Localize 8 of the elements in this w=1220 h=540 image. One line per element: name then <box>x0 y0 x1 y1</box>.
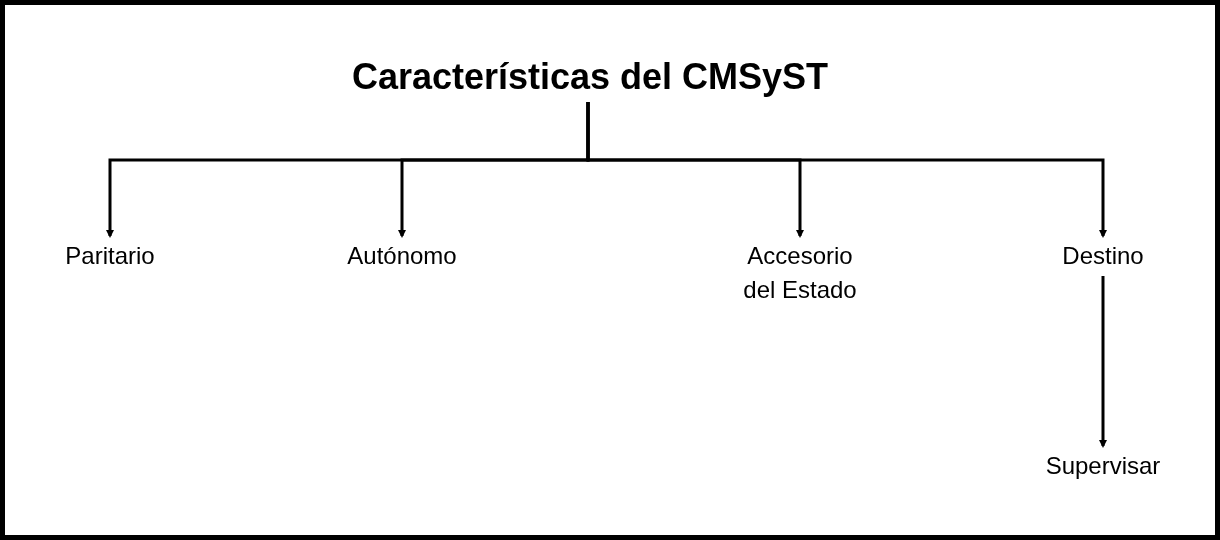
node-label: Supervisar <box>1045 451 1161 481</box>
arrow <box>586 102 1107 238</box>
node-label: Accesorio del Estado <box>742 241 858 305</box>
node-label: Paritario <box>65 241 155 271</box>
root-node-label: Características del CMSyST <box>351 55 829 99</box>
node-label: Autónomo <box>347 241 457 271</box>
arrow <box>1099 276 1107 448</box>
node-label: Destino <box>1062 241 1144 271</box>
